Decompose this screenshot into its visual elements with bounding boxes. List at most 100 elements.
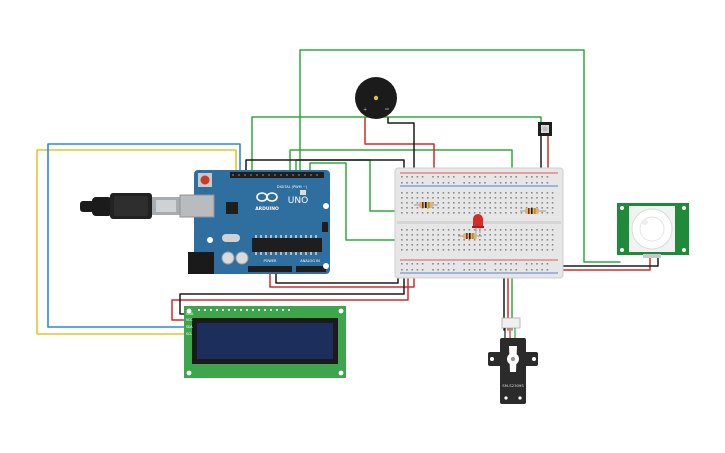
breadboard-hole: [442, 229, 445, 231]
breadboard-hole: [489, 249, 491, 251]
breadboard-hole: [494, 212, 497, 214]
breadboard-hole: [411, 249, 413, 251]
breadboard-hole: [551, 244, 554, 246]
wire-red-lcd-vcc: [171, 269, 409, 321]
breadboard-hole: [515, 202, 517, 204]
breadboard-hole: [494, 197, 497, 199]
breadboard-hole: [520, 202, 523, 204]
breadboard-hole: [473, 197, 476, 199]
breadboard-hole: [479, 234, 481, 236]
breadboard-hole: [499, 192, 502, 194]
breadboard-hole: [479, 192, 481, 194]
breadboard-hole: [411, 263, 413, 265]
breadboard-hole: [432, 182, 434, 184]
breadboard-hole: [489, 229, 491, 231]
servo-model: SM-S2309S: [502, 383, 524, 388]
breadboard-hole: [536, 202, 538, 204]
breadboard-hole: [473, 239, 476, 241]
breadboard-hole: [494, 234, 497, 236]
breadboard-hole: [442, 207, 445, 209]
breadboard-hole: [406, 197, 408, 199]
breadboard-hole: [531, 229, 533, 231]
breadboard-hole: [484, 192, 486, 194]
breadboard-hole: [411, 197, 413, 199]
breadboard-hole: [520, 244, 523, 246]
breadboard-hole: [421, 197, 424, 199]
breadboard-hole: [541, 229, 543, 231]
breadboard-hole: [453, 192, 455, 194]
breadboard-hole: [447, 244, 450, 246]
breadboard-hole: [536, 207, 538, 209]
pushbutton[interactable]: [538, 122, 552, 136]
breadboard-hole: [463, 263, 465, 265]
breadboard-hole: [541, 239, 543, 241]
breadboard-hole: [463, 197, 465, 199]
wire-blue-lcd-sda: [47, 143, 241, 328]
breadboard-hole: [406, 249, 408, 251]
breadboard-hole: [453, 197, 455, 199]
breadboard-hole: [468, 212, 471, 214]
breadboard-hole: [432, 207, 434, 209]
breadboard-hole: [499, 229, 502, 231]
breadboard-hole: [411, 176, 413, 178]
reset-button[interactable]: [200, 175, 210, 185]
breadboard-hole: [401, 212, 403, 214]
breadboard-hole: [551, 239, 554, 241]
breadboard-hole: [546, 176, 549, 178]
breadboard-hole: [499, 263, 502, 265]
breadboard-hole: [421, 229, 424, 231]
piezo-buzzer: +: [355, 77, 397, 119]
breadboard-hole: [494, 269, 497, 271]
breadboard-hole: [551, 249, 554, 251]
breadboard-hole: [447, 207, 450, 209]
breadboard-hole: [468, 176, 471, 178]
breadboard-hole: [536, 269, 538, 271]
wire-black-pir: [539, 255, 659, 267]
breadboard-hole: [525, 239, 528, 241]
breadboard-hole: [494, 263, 497, 265]
wire-yellow-lcd-scl: [36, 149, 237, 335]
breadboard-hole: [411, 192, 413, 194]
breadboard-hole: [406, 263, 408, 265]
breadboard-hole: [494, 202, 497, 204]
breadboard-hole: [536, 263, 538, 265]
breadboard-hole: [437, 269, 439, 271]
breadboard-hole: [510, 202, 512, 204]
breadboard-hole: [525, 192, 528, 194]
breadboard-hole: [473, 182, 476, 184]
breadboard-hole: [411, 269, 413, 271]
breadboard-hole: [468, 202, 471, 204]
breadboard-hole: [437, 176, 439, 178]
crystal-oscillator: [222, 234, 240, 242]
breadboard-hole: [505, 234, 507, 236]
usb-controller-chip: [226, 202, 238, 214]
breadboard-hole: [551, 202, 554, 204]
breadboard-hole: [515, 249, 517, 251]
breadboard-hole: [494, 249, 497, 251]
breadboard-hole: [458, 207, 460, 209]
capacitor-1: [221, 251, 235, 265]
breadboard-hole: [416, 229, 419, 231]
breadboard-hole: [479, 269, 481, 271]
lcd-screen: [197, 323, 333, 359]
breadboard-hole: [421, 244, 424, 246]
breadboard-hole: [536, 249, 538, 251]
breadboard-hole: [531, 269, 533, 271]
breadboard-hole: [401, 202, 403, 204]
breadboard-hole: [479, 176, 481, 178]
breadboard-hole: [437, 192, 439, 194]
breadboard-hole: [525, 249, 528, 251]
breadboard-hole: [515, 263, 517, 265]
breadboard-hole: [551, 207, 554, 209]
breadboard-hole: [401, 192, 403, 194]
breadboard-hole: [458, 202, 460, 204]
breadboard-hole: [525, 244, 528, 246]
breadboard-hole: [432, 192, 434, 194]
breadboard-hole: [515, 197, 517, 199]
breadboard-hole: [421, 182, 424, 184]
usb-port: [179, 194, 215, 218]
arduino-model: UNO: [288, 196, 308, 206]
atmega-chip: [252, 238, 322, 252]
breadboard-hole: [401, 229, 403, 231]
breadboard-hole: [447, 182, 450, 184]
